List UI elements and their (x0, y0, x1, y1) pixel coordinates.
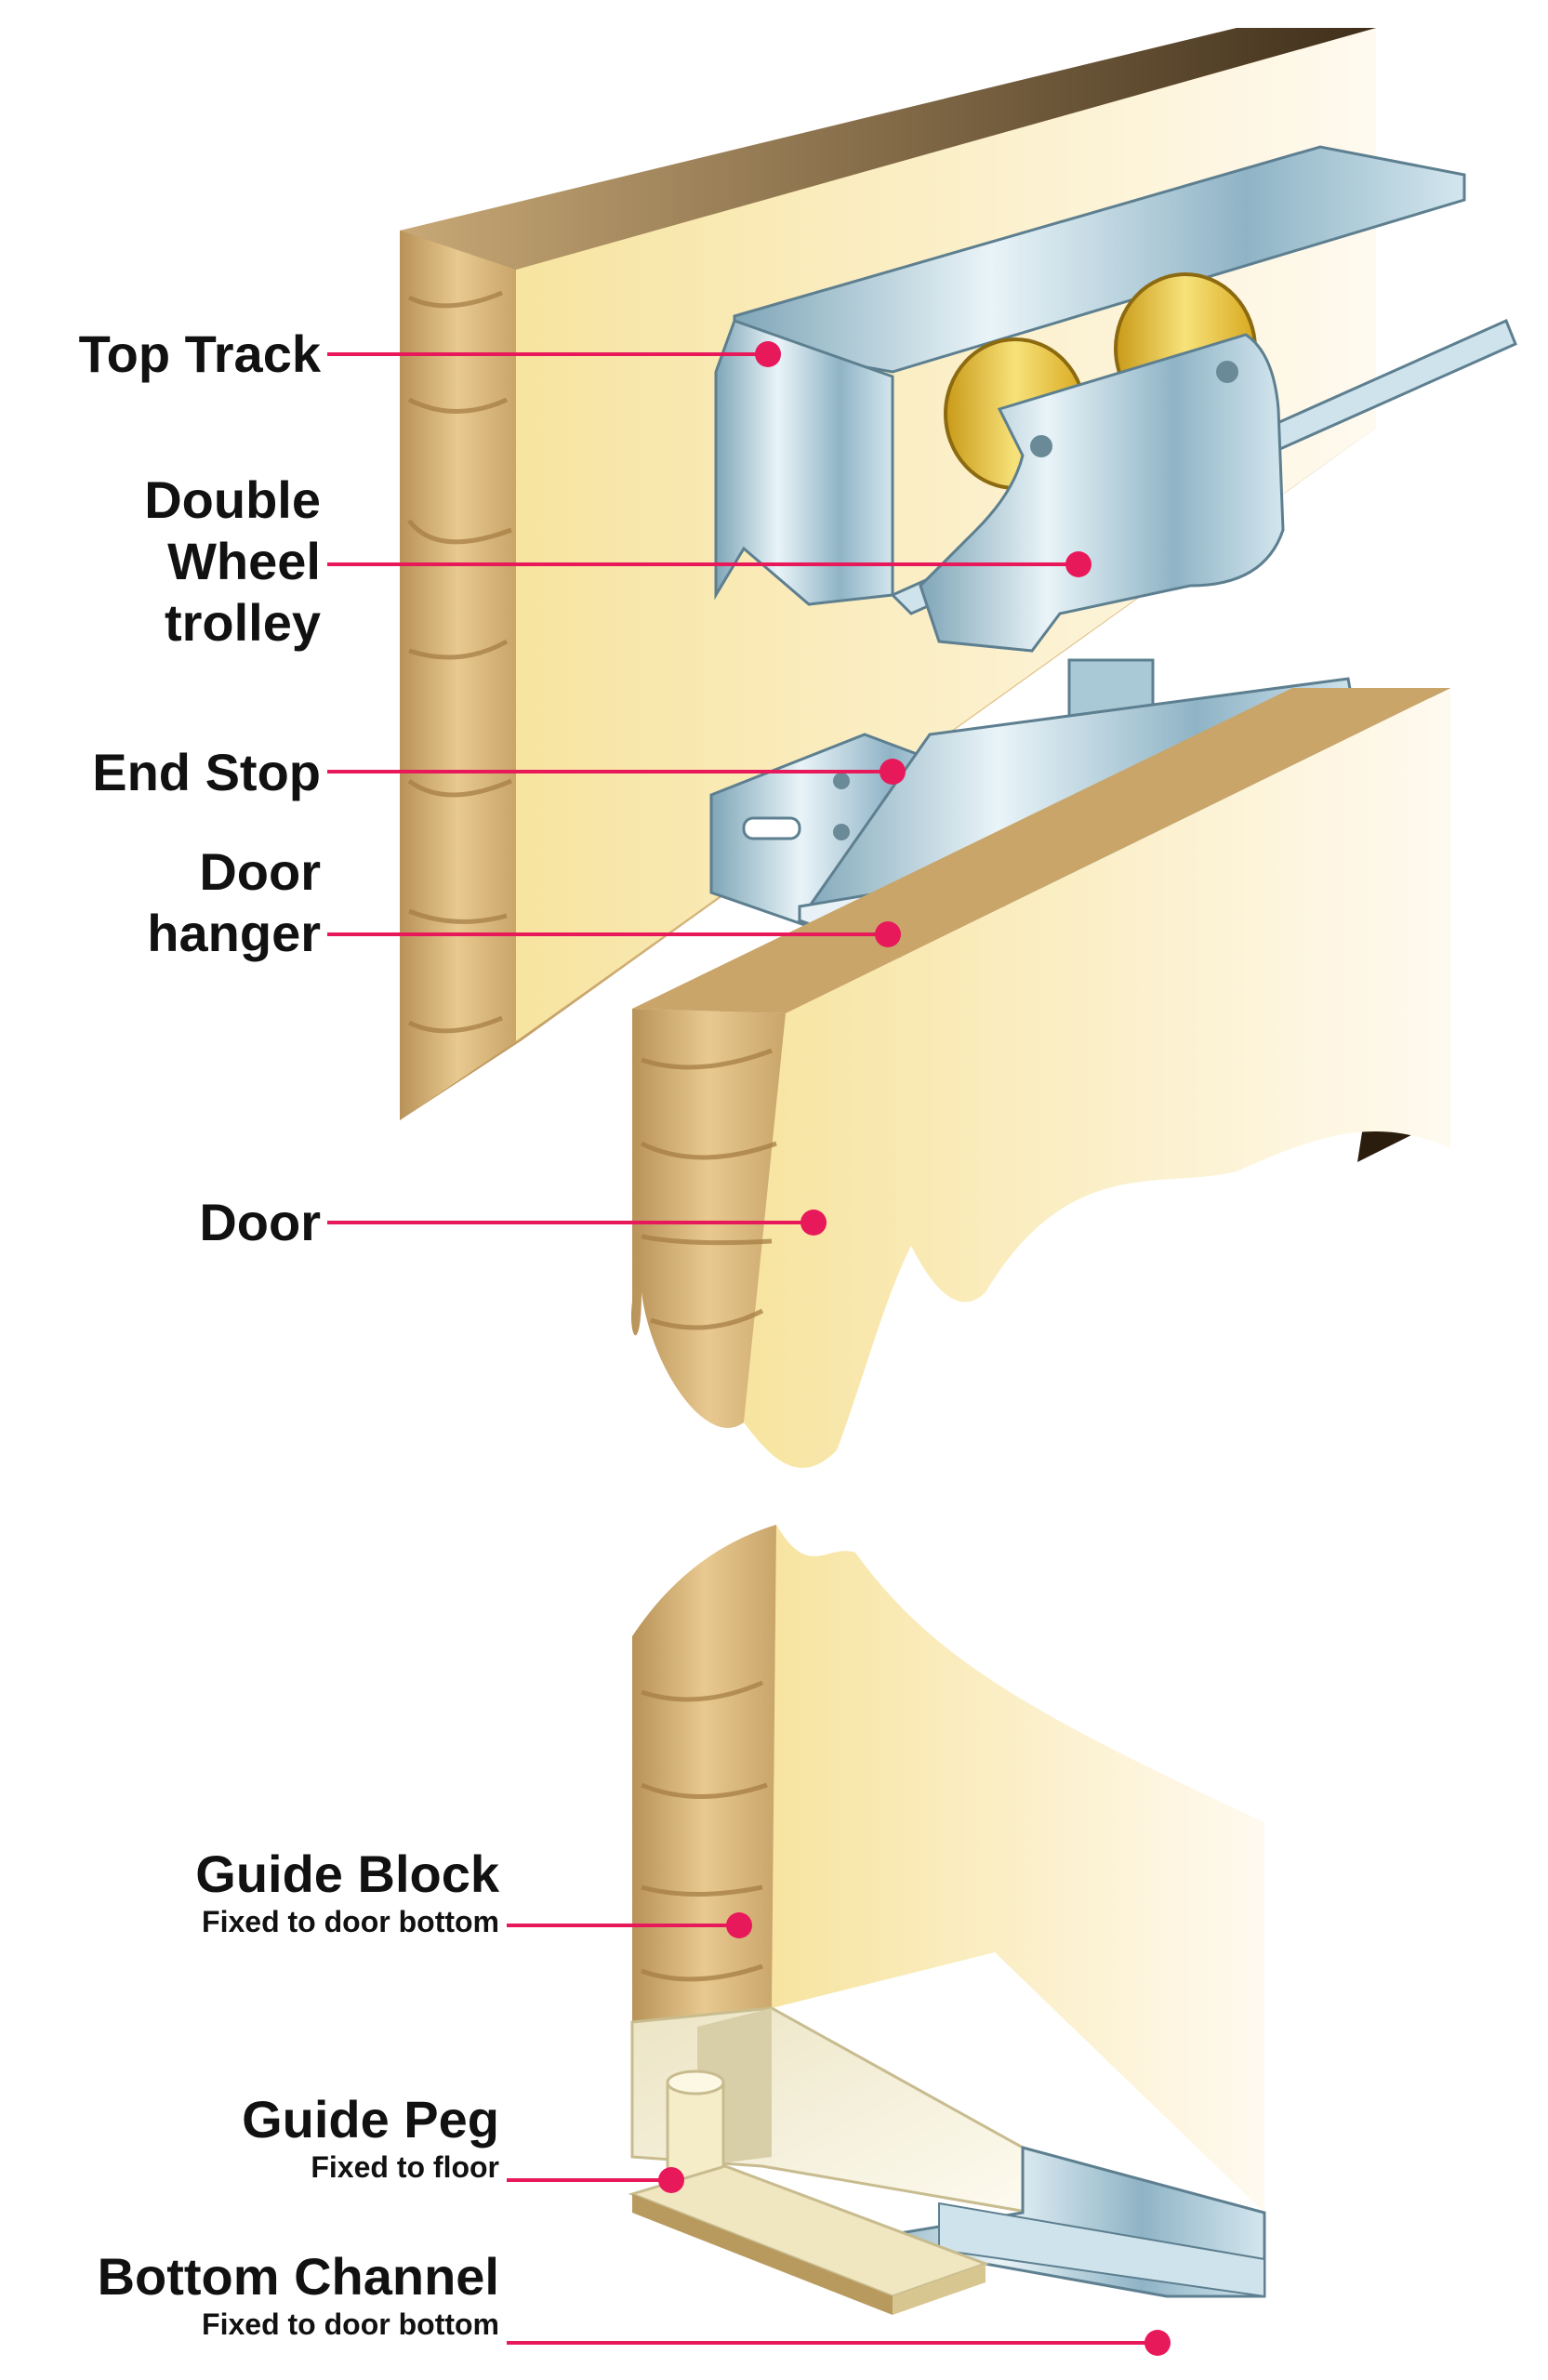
label-door-hanger: Door hanger (147, 841, 321, 964)
label-line-wheel: Wheel (167, 532, 321, 590)
label-bottom-channel-title: Bottom Channel (97, 2247, 499, 2306)
dot-top-track (755, 341, 781, 367)
label-guide-block-title: Guide Block (195, 1844, 499, 1903)
label-guide-block-note: Fixed to door bottom (202, 1905, 499, 1938)
label-guide-block: Guide Block Fixed to door bottom (195, 1844, 499, 1938)
door-upper (630, 688, 1450, 1468)
label-guide-peg-note: Fixed to floor (311, 2150, 499, 2184)
label-bottom-channel: Bottom Channel Fixed to door bottom (98, 2246, 499, 2341)
label-end-stop: End Stop (92, 743, 321, 801)
label-line-hanger: hanger (147, 904, 321, 962)
dot-trolley (1065, 551, 1092, 577)
label-bottom-channel-note: Fixed to door bottom (202, 2307, 499, 2341)
guide-peg (666, 2069, 725, 2187)
floor-plate (628, 2164, 990, 2315)
dot-door (800, 1210, 827, 1236)
label-double-wheel-trolley: Double Wheel trolley (144, 469, 321, 654)
label-line-door: Door (199, 842, 321, 901)
dot-end-stop (880, 759, 906, 785)
dot-door-hanger (875, 921, 901, 947)
double-wheel-trolley (919, 333, 1285, 736)
label-line-double: Double (144, 470, 321, 529)
dot-guide-peg (658, 2167, 684, 2193)
leader-dots (658, 341, 1171, 2356)
label-guide-peg: Guide Peg Fixed to floor (242, 2089, 499, 2184)
label-top-track: Top Track (78, 324, 321, 383)
label-door: Door (199, 1193, 321, 1251)
label-line-trolley: trolley (164, 593, 321, 652)
label-guide-peg-title: Guide Peg (242, 2090, 499, 2149)
dot-bottom-channel (1144, 2330, 1171, 2356)
door-lower (632, 1525, 1264, 2213)
leader-lines (327, 352, 1153, 2345)
dot-guide-block (726, 1912, 752, 1938)
bottom-channel (854, 2146, 1266, 2298)
